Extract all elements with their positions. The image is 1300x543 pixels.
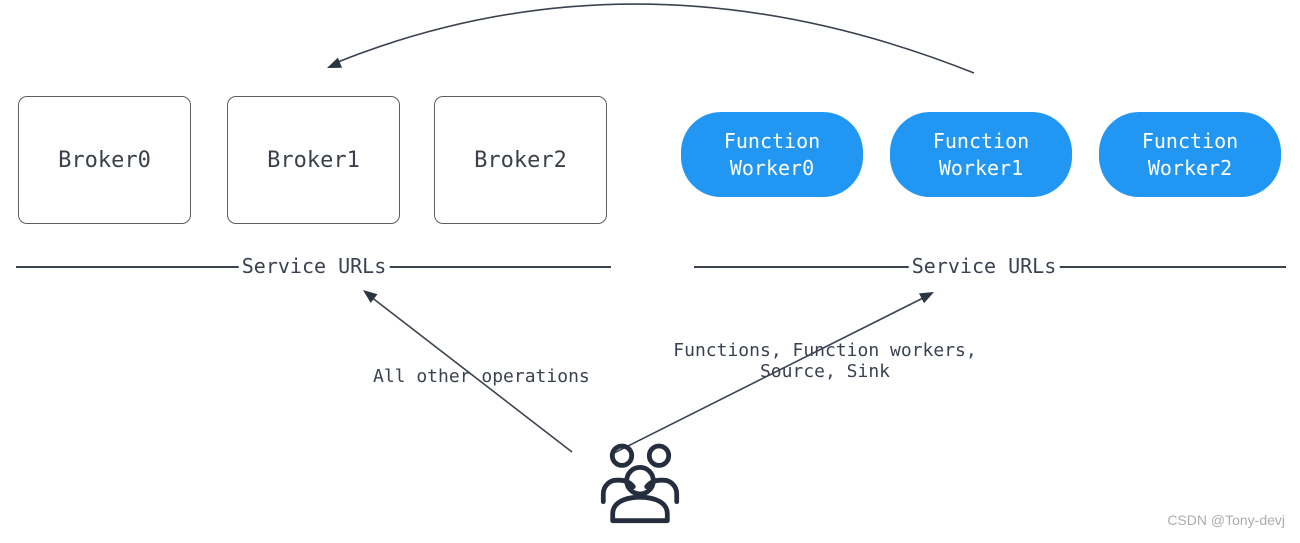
function-worker2-label-line1: Function <box>1141 128 1239 153</box>
csdn-watermark: CSDN @Tony-devj <box>1167 512 1285 528</box>
broker2-label: Broker2 <box>474 147 567 173</box>
source-sink-label-line2: Source, Sink <box>759 361 891 382</box>
broker-service-urls-label: Service URLs <box>238 255 390 278</box>
broker1-label: Broker1 <box>267 147 360 173</box>
functions-workers-label-line1: Functions, Function workers, <box>673 340 977 361</box>
user-to-broker-urls-arrow <box>363 290 573 453</box>
function-worker1-node: Function Worker1 <box>890 112 1072 197</box>
user-to-worker-urls-arrow <box>609 292 934 456</box>
function-worker1-label-line1: Function <box>932 128 1030 153</box>
worker-service-urls-label: Service URLs <box>908 255 1060 278</box>
broker1-node: Broker1 <box>227 96 400 224</box>
function-worker2-node: Function Worker2 <box>1099 112 1281 197</box>
function-worker2-label-line2: Worker2 <box>1147 155 1233 180</box>
functions-workers-source-sink-label: Functions, Function workers, Source, Sin… <box>673 340 977 382</box>
all-other-operations-label: All other operations <box>373 366 590 387</box>
function-worker1-label-line2: Worker1 <box>938 155 1024 180</box>
users-icon <box>600 443 680 524</box>
broker0-node: Broker0 <box>18 96 191 224</box>
function-worker0-label-line1: Function <box>723 128 821 153</box>
broker2-node: Broker2 <box>434 96 607 224</box>
function-worker0-label-line2: Worker0 <box>729 155 815 180</box>
workers-to-brokers-arrow <box>327 3 975 74</box>
function-worker0-node: Function Worker0 <box>681 112 863 197</box>
broker0-label: Broker0 <box>58 147 151 173</box>
